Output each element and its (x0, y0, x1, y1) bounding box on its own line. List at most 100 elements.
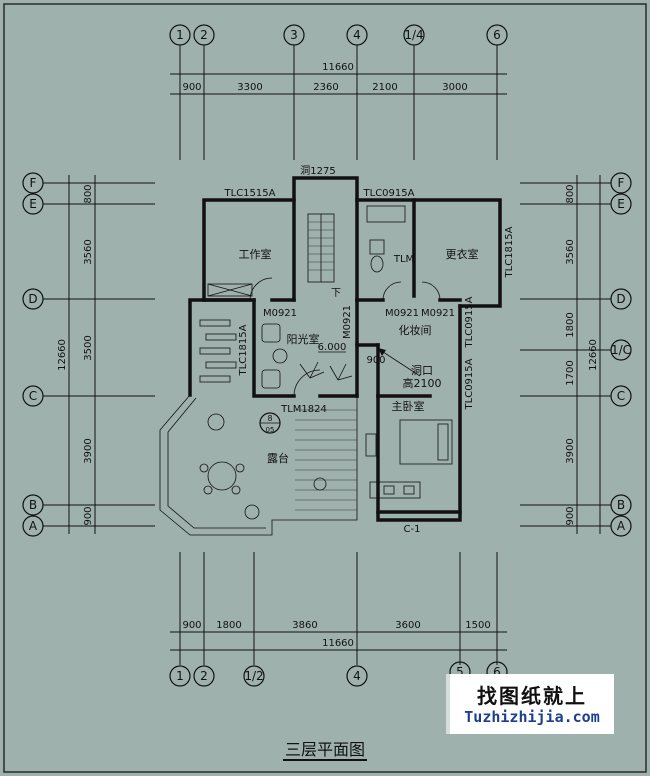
study-cabinet (207, 283, 253, 297)
right-total-dim: 12660 (588, 339, 599, 371)
left-dim-4: 3900 (83, 438, 94, 463)
door-sunroom-label: M0921 (263, 308, 297, 319)
bottom-dim-2: 1800 (216, 620, 241, 631)
drawing-title: 三层平面图 (0, 736, 650, 761)
top-axis-3: 3 (290, 28, 298, 42)
door-dressing-1-label: M0921 (385, 308, 419, 319)
opening-width-label: 900 (366, 355, 385, 366)
right-dim-1: 800 (565, 184, 576, 203)
opening-label: 洞口 (411, 364, 433, 377)
top-axis-1-4: 1/4 (404, 28, 423, 42)
left-dim-5: 900 (83, 506, 94, 525)
room-closet: 更衣室 (446, 247, 479, 261)
right-dim-6: 900 (565, 506, 576, 525)
stair-opening-label: 洞1275 (300, 165, 335, 177)
bottom-axis-6: 6 (493, 665, 501, 679)
logo-chinese-text: 找图纸就上 (477, 684, 587, 708)
bottom-dim-3: 3860 (292, 620, 317, 631)
room-study: 工作室 (239, 247, 272, 261)
right-axis-bubbles: F E D 1/C C B A (610, 172, 632, 537)
bottom-axis-1-2: 1/2 (244, 669, 263, 683)
drawing-title-text: 三层平面图 (282, 740, 367, 761)
stair-treads (307, 213, 335, 283)
tlm-label: TLM (393, 254, 414, 265)
bottom-axis-lines (170, 552, 507, 665)
top-dim-1: 900 (182, 82, 201, 93)
window-bedroom-label: TLC0915A (464, 358, 475, 410)
left-dim-2: 3560 (83, 239, 94, 264)
callout-top: 8 (267, 414, 272, 423)
building-walls (159, 176, 502, 536)
left-axis-B: B (29, 498, 37, 512)
room-dressing: 化妆间 (399, 323, 432, 337)
drawing-frame (3, 3, 647, 773)
right-axis-D: D (616, 292, 625, 306)
bottom-axis-2: 2 (200, 669, 208, 683)
bottom-axis-4: 4 (353, 669, 361, 683)
bottom-axis-1: 1 (176, 669, 184, 683)
opening-marker (378, 348, 421, 377)
left-dim-3: 3500 (83, 335, 94, 360)
bottom-dim-1: 900 (182, 620, 201, 631)
left-dim-1: 800 (83, 184, 94, 203)
left-axis-D: D (28, 292, 37, 306)
terrace-decking (295, 409, 357, 511)
left-total-dim: 12660 (57, 339, 68, 371)
right-dim-5: 3900 (565, 438, 576, 463)
bottom-dim-5: 1500 (465, 620, 490, 631)
bottom-dim-4: 3600 (395, 620, 420, 631)
bath-fixtures (366, 205, 406, 273)
window-bath-label: TLC0915A (363, 188, 415, 199)
left-axis-bubbles: F E D C B A (22, 172, 44, 537)
bedroom-furniture (365, 419, 453, 499)
door-swings (249, 277, 441, 397)
opening-height-label: 高2100 (403, 376, 442, 390)
callout-bottom: 05 (266, 426, 275, 434)
room-master-bedroom: 主卧室 (392, 399, 425, 413)
top-dim-3: 2360 (313, 82, 338, 93)
left-axis-lines (43, 175, 155, 534)
top-axis-2: 2 (200, 28, 208, 42)
left-axis-C: C (29, 389, 37, 403)
top-axis-6: 6 (493, 28, 501, 42)
top-axis-4: 4 (353, 28, 361, 42)
section-label: C-1 (404, 524, 421, 535)
left-axis-E: E (29, 197, 37, 211)
top-axis-1: 1 (176, 28, 184, 42)
sliding-door-label: TLM1824 (280, 404, 327, 415)
watermark-logo: 找图纸就上 Tuzhizhijia.com (446, 674, 614, 734)
top-dim-4: 2100 (372, 82, 397, 93)
bottom-axis-5: 5 (456, 665, 464, 679)
bottom-axis-bubbles: 1 2 1/2 4 5 6 (169, 661, 508, 687)
bay-hatch (199, 319, 237, 383)
right-dim-2: 3560 (565, 239, 576, 264)
left-axis-A: A (29, 519, 38, 533)
right-axis-F: F (618, 176, 625, 190)
right-axis-B: B (617, 498, 625, 512)
right-dim-4: 1700 (565, 360, 576, 385)
detail-callout: 8 05 (259, 412, 281, 434)
top-axis-lines (170, 45, 507, 160)
top-axis-bubbles: 1 2 3 4 1/4 6 (169, 24, 508, 46)
logo-domain-text: Tuzhizhijia.com (464, 708, 600, 726)
terrace-furniture (199, 413, 327, 520)
room-sunroom: 阳光室 (287, 332, 320, 346)
room-terrace: 露台 (267, 451, 289, 465)
right-axis-A: A (617, 519, 626, 533)
top-dim-2: 3300 (237, 82, 262, 93)
window-dressing-label: TLC0915A (464, 296, 475, 348)
top-dim-5: 3000 (442, 82, 467, 93)
bottom-total-dim: 11660 (322, 638, 354, 649)
stair-down-label: 下 (331, 288, 341, 299)
window-sunroom-label: TLC1815A (238, 324, 249, 376)
right-axis-1-C: 1/C (611, 343, 631, 357)
sunroom-furniture (261, 323, 353, 389)
window-closet-label: TLC1815A (504, 226, 515, 278)
right-dim-3: 1800 (565, 312, 576, 337)
right-axis-C: C (617, 389, 625, 403)
top-total-dim: 11660 (322, 62, 354, 73)
window-study-label: TLC1515A (224, 188, 276, 199)
left-axis-F: F (30, 176, 37, 190)
door-dressing-2-label: M0921 (421, 308, 455, 319)
